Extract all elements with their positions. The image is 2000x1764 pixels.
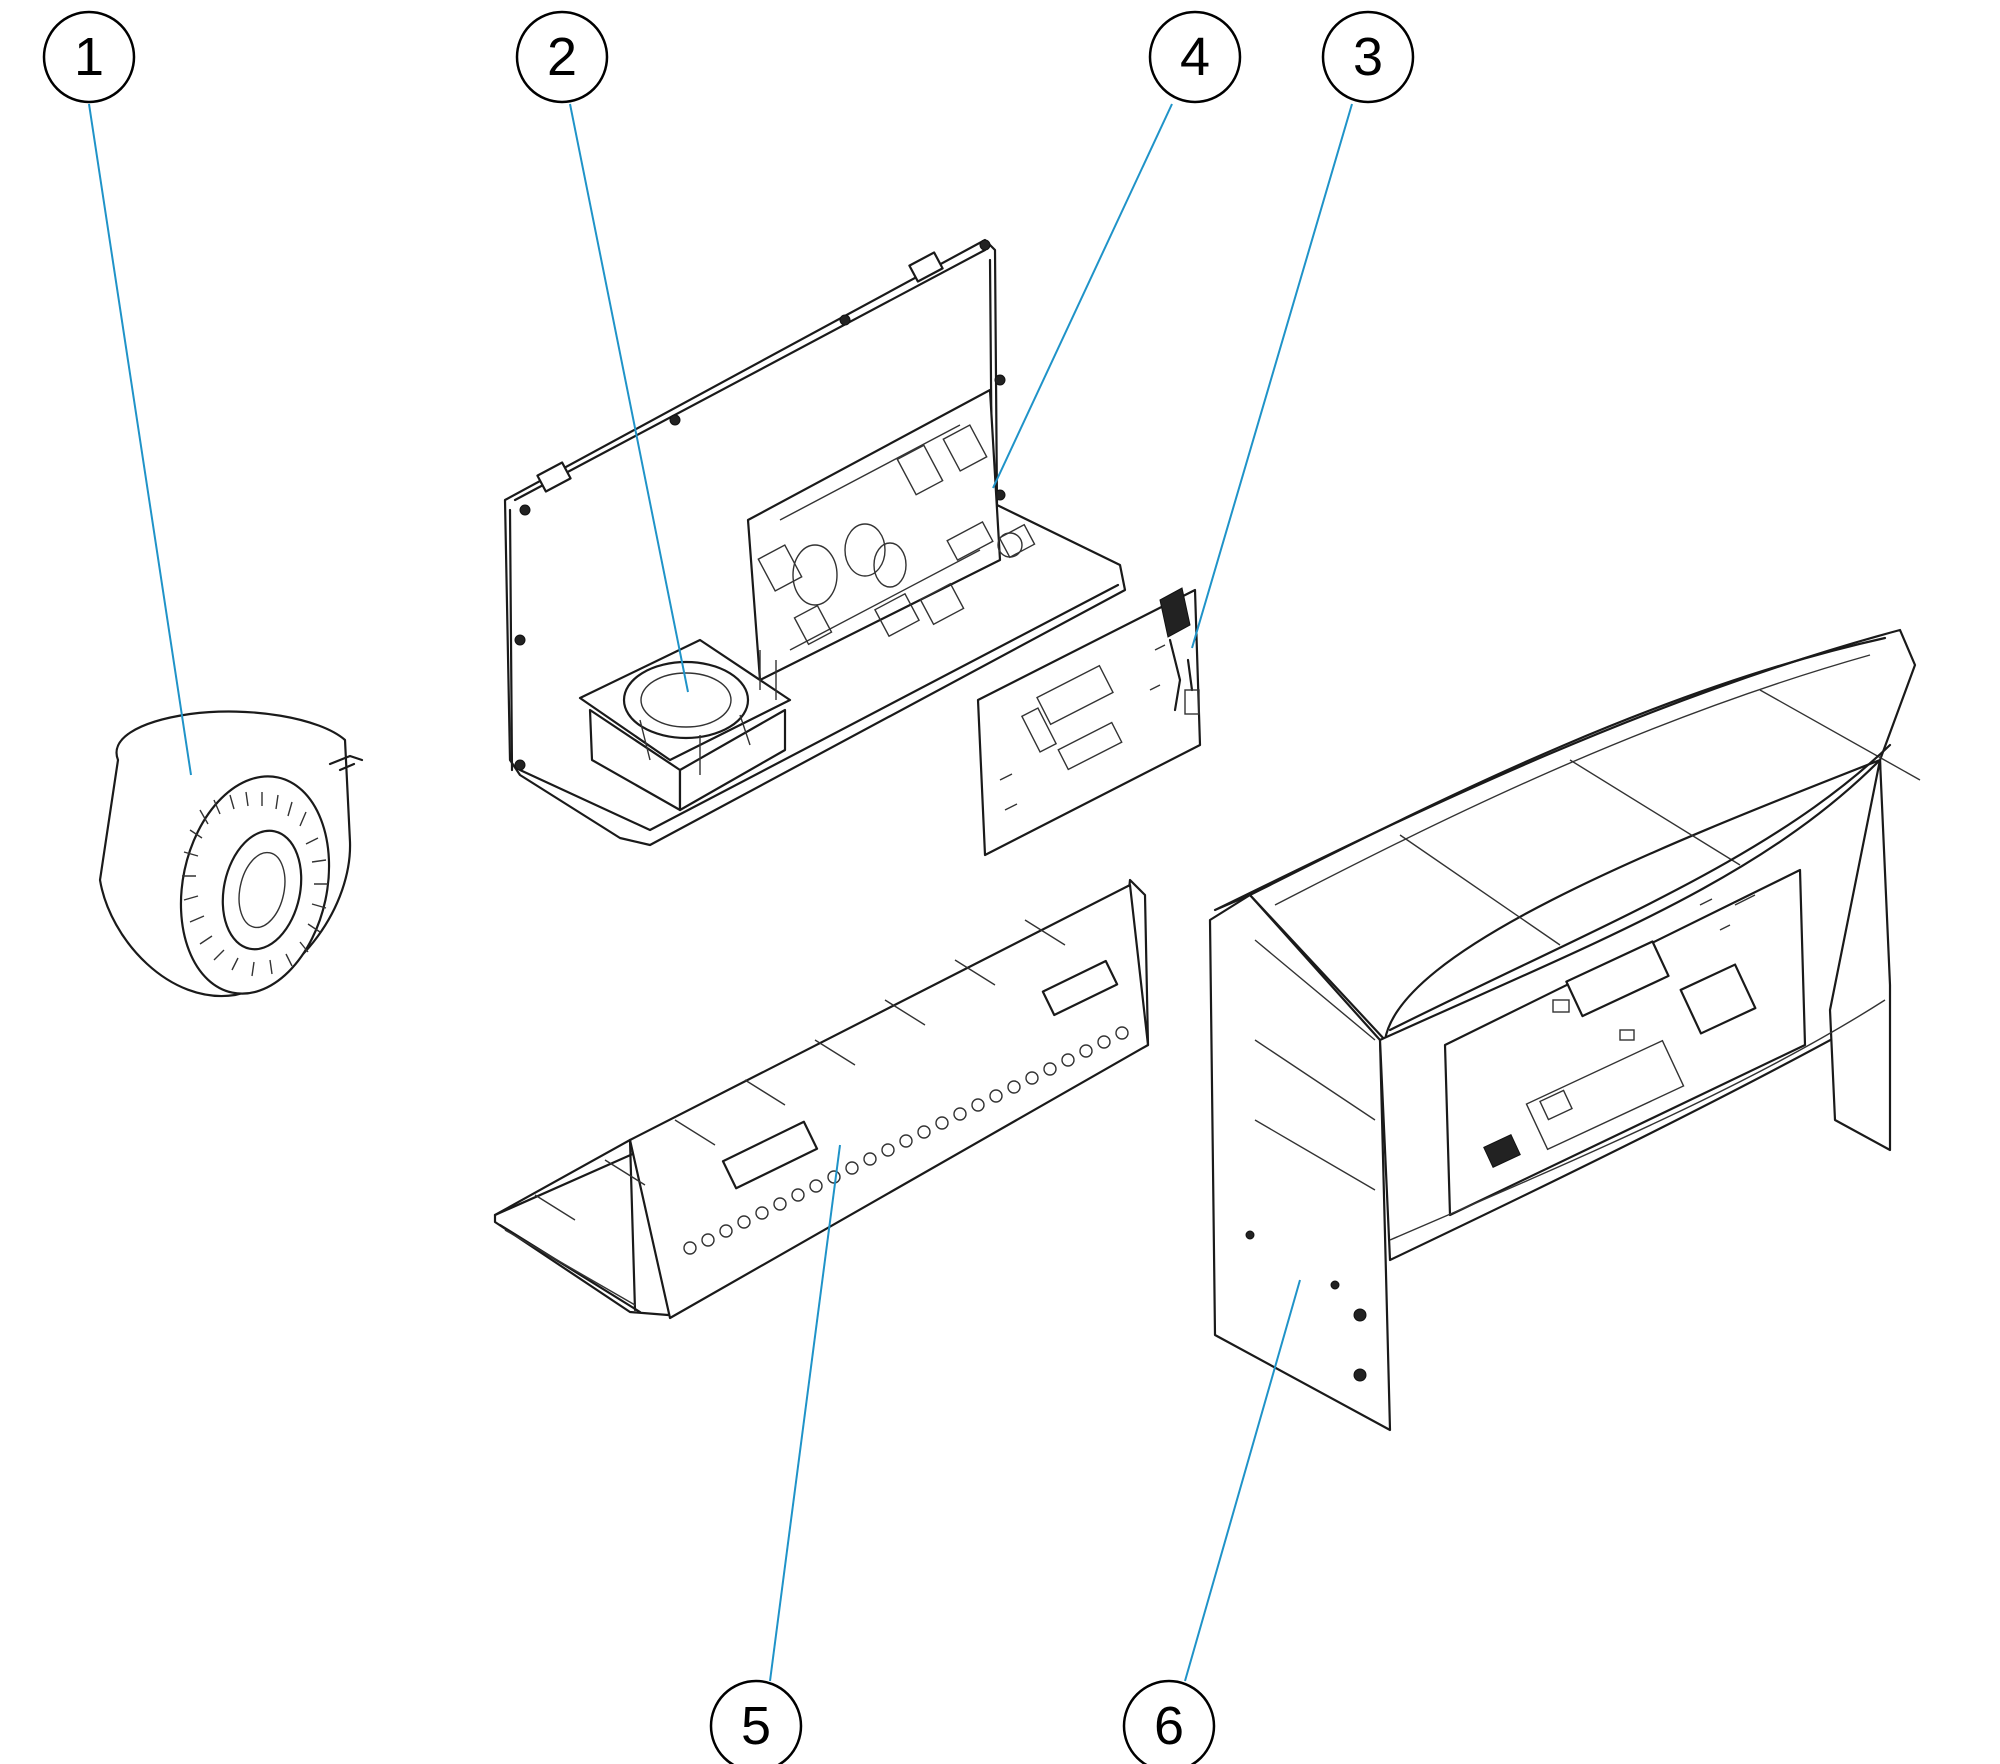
leader-4 — [992, 103, 1173, 489]
callout-5-label: 5 — [741, 1696, 771, 1756]
leader-6 — [1184, 1279, 1301, 1682]
callout-6-label: 6 — [1154, 1696, 1184, 1756]
leader-lines — [88, 103, 1353, 1682]
callout-2: 2 — [515, 10, 609, 104]
callout-1: 1 — [42, 10, 136, 104]
callout-5: 5 — [709, 1679, 803, 1764]
callout-3: 3 — [1321, 10, 1415, 104]
part-2-backplate-assembly — [503, 238, 1127, 847]
callout-4-label: 4 — [1180, 27, 1210, 87]
leader-1 — [88, 103, 192, 776]
part-1-toroidal-transformer — [98, 710, 364, 998]
callout-6: 6 — [1122, 1679, 1216, 1764]
part-6-front-housing — [1208, 628, 1921, 1432]
fan — [578, 638, 792, 812]
part-3-display-board — [976, 587, 1202, 857]
callout-1-label: 1 — [74, 27, 104, 87]
callout-3-label: 3 — [1353, 27, 1383, 87]
leader-3 — [1191, 103, 1353, 649]
part-5-cable-tray — [493, 878, 1150, 1320]
callout-2-label: 2 — [547, 27, 577, 87]
callout-4: 4 — [1148, 10, 1242, 104]
leader-5 — [769, 1144, 841, 1682]
leader-2 — [569, 103, 689, 693]
